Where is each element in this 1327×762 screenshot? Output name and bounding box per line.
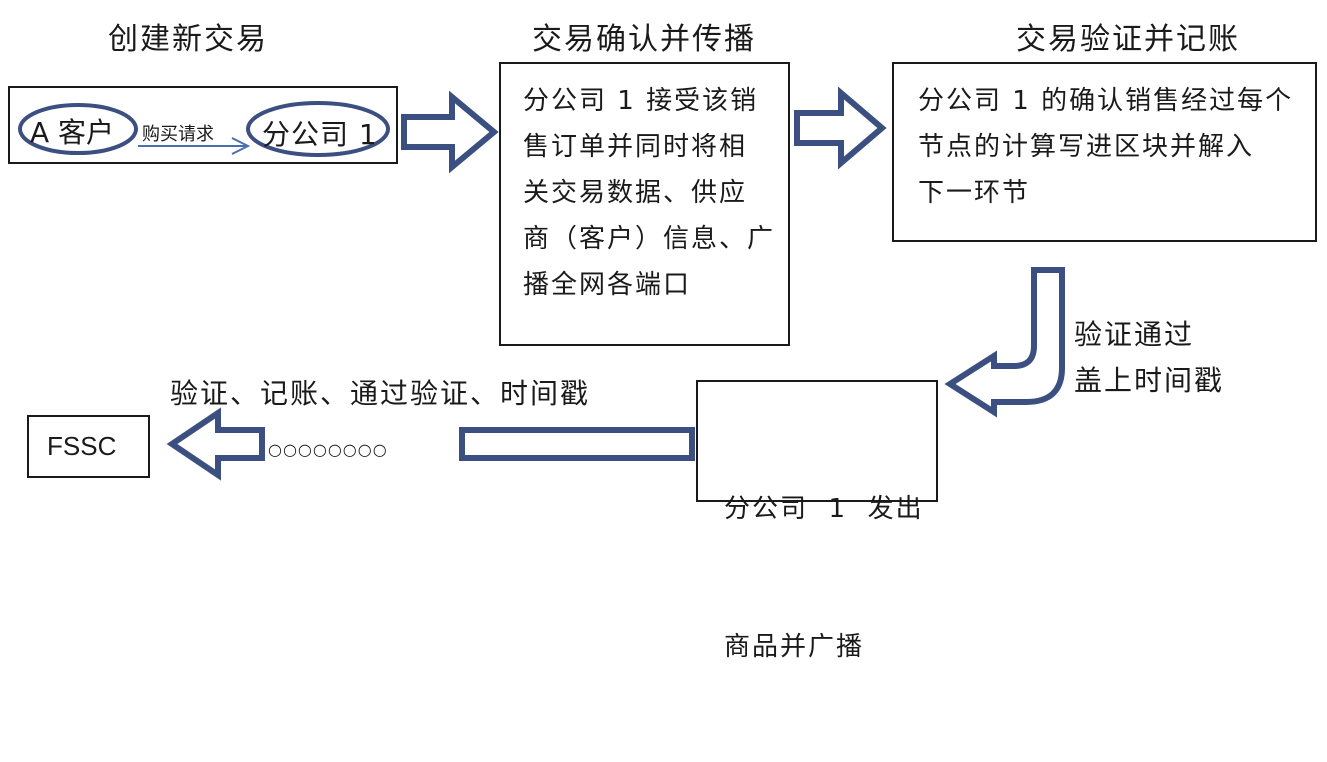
block-arrow-1: [401, 90, 499, 174]
branch-label: 分公司 1: [262, 118, 378, 151]
stage-title-verify: 交易验证并记账: [1016, 22, 1240, 57]
verification-passed-label: 验证通过 盖上时间戳: [1074, 312, 1224, 404]
verify-box: 分公司 1 的确认销售经过每个 节点的计算写进区块并解入 下一环节: [892, 62, 1317, 242]
ship-box-text: 分公司 1 发出 商品并广播: [724, 394, 924, 762]
ship-line: 分公司 1 发出: [724, 494, 924, 524]
block-arrow-4: [166, 407, 265, 481]
request-arrow: [138, 137, 251, 155]
verify-box-text: 分公司 1 的确认销售经过每个 节点的计算写进区块并解入 下一环节: [918, 78, 1293, 216]
ship-line: 商品并广播: [724, 632, 865, 662]
ship-box: 分公司 1 发出 商品并广播: [696, 380, 938, 662]
pass-line: 验证通过: [1074, 318, 1195, 351]
branch-ellipse: [246, 101, 390, 157]
fssc-label: FSSC: [47, 431, 117, 461]
purchase-request-label: 购买请求: [142, 124, 214, 145]
verify-line: 节点的计算写进区块并解入: [918, 132, 1255, 162]
block-arrow-3: [459, 427, 695, 461]
block-arrow-2: [794, 86, 887, 170]
confirm-box-text: 分公司 1 接受该销 售订单并同时将相 关交易数据、供应 商（客户）信息、广 播…: [523, 78, 775, 308]
confirm-box: 分公司 1 接受该销 售订单并同时将相 关交易数据、供应 商（客户）信息、广 播…: [499, 62, 790, 346]
customer-ellipse: [18, 103, 138, 155]
verify-line: 分公司 1 的确认销售经过每个: [918, 86, 1294, 116]
verify-line: 下一环节: [918, 178, 1031, 208]
bottom-process-label: 验证、记账、通过验证、时间戳: [170, 377, 591, 410]
confirm-line: 关交易数据、供应: [523, 178, 748, 208]
ellipsis-dots: ○○○○○○○○: [268, 440, 388, 459]
stage-title-create: 创建新交易: [108, 22, 268, 57]
fssc-box: FSSC: [27, 415, 150, 478]
curved-arrow: [944, 267, 1065, 418]
confirm-line: 商（客户）信息、广: [523, 224, 776, 254]
pass-line: 盖上时间戳: [1074, 364, 1225, 397]
create-box-shapes: [18, 101, 390, 157]
confirm-line: 分公司 1 接受该销: [523, 86, 759, 116]
diagram-arrows: [166, 86, 1065, 481]
confirm-line: 售订单并同时将相: [523, 132, 748, 162]
customer-label: A 客户: [30, 116, 115, 149]
stage-title-confirm: 交易确认并传播: [532, 22, 756, 57]
confirm-line: 播全网各端口: [523, 270, 692, 300]
